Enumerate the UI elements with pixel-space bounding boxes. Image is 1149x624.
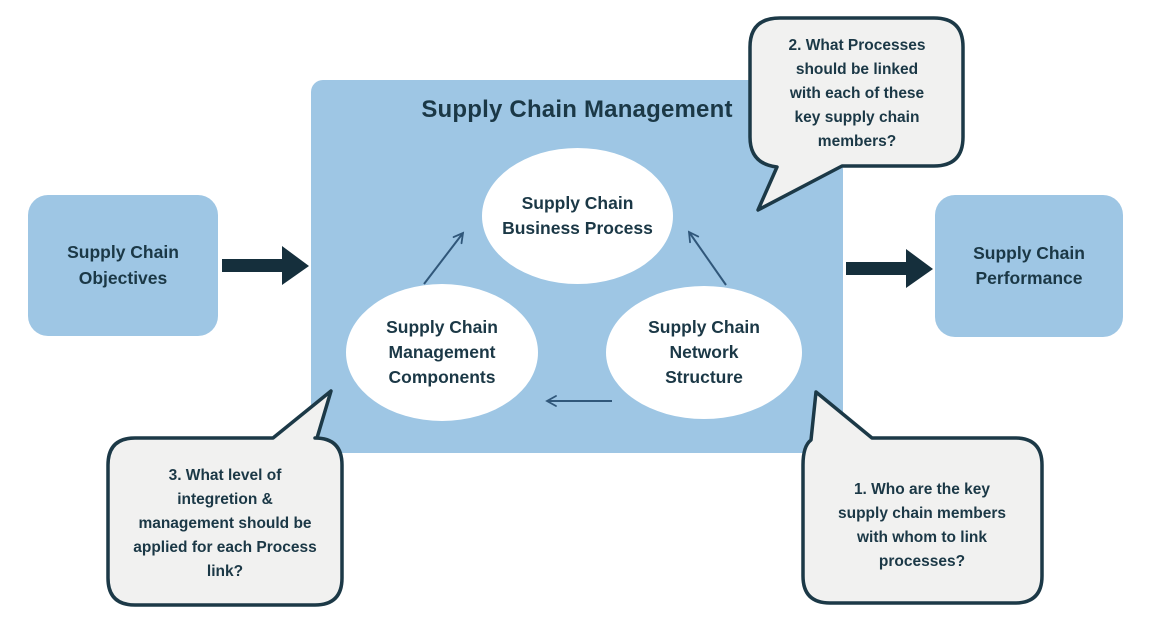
node-management-components: Supply Chain Management Components xyxy=(346,284,538,421)
flow-arrow-objectives-to-scm-icon xyxy=(222,246,309,285)
node-management-components-label: Supply Chain Management Components xyxy=(386,317,498,387)
node-business-process-label: Supply Chain Business Process xyxy=(502,193,653,238)
node-network-structure: Supply Chain Network Structure xyxy=(606,286,802,419)
callout-1-text: 1. Who are the key supply chain members … xyxy=(838,481,1006,570)
callout-3-text: 3. What level of integretion & managemen… xyxy=(133,467,317,580)
node-objectives: Supply Chain Objectives xyxy=(28,195,218,336)
callout-2-text: 2. What Processes should be linked with … xyxy=(788,37,926,150)
flow-arrow-scm-to-performance-icon xyxy=(846,249,933,288)
node-business-process: Supply Chain Business Process xyxy=(482,148,673,284)
node-objectives-label: Supply Chain Objectives xyxy=(67,242,179,288)
diagram-title: Supply Chain Management xyxy=(421,96,733,123)
node-performance: Supply Chain Performance xyxy=(935,195,1123,337)
node-performance-label: Supply Chain Performance xyxy=(973,242,1085,288)
node-network-structure-label: Supply Chain Network Structure xyxy=(648,317,760,387)
